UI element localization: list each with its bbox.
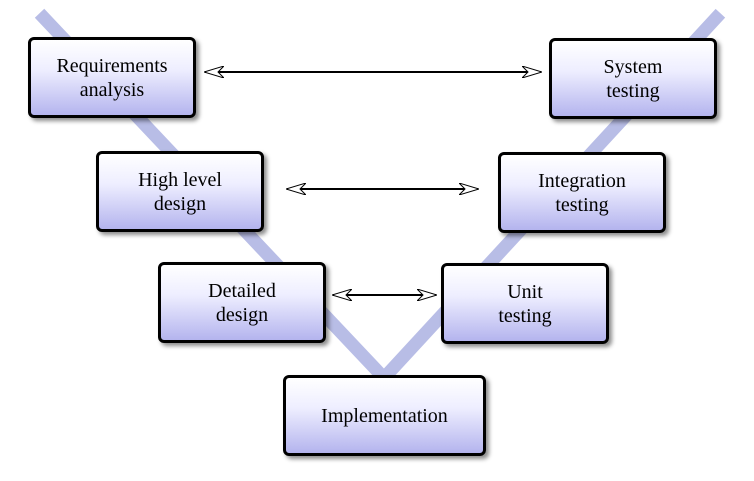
unit-testing-label: Unit testing [498,280,552,327]
system-testing-label: System testing [603,55,663,102]
detailed-design-box: Detailed design [158,262,326,343]
implementation-box: Implementation [283,375,486,456]
requirements-analysis-box: Requirements analysis [28,37,196,118]
integration-testing-box: Integration testing [498,152,666,233]
high-level-design-label: High level design [138,168,222,215]
integration-testing-label: Integration testing [538,169,626,216]
high-level-design-box: High level design [96,151,264,232]
requirements-analysis-label: Requirements analysis [56,54,168,101]
implementation-label: Implementation [321,404,448,427]
system-testing-box: System testing [549,38,717,119]
unit-testing-box: Unit testing [441,263,609,344]
detailed-design-label: Detailed design [208,279,276,326]
